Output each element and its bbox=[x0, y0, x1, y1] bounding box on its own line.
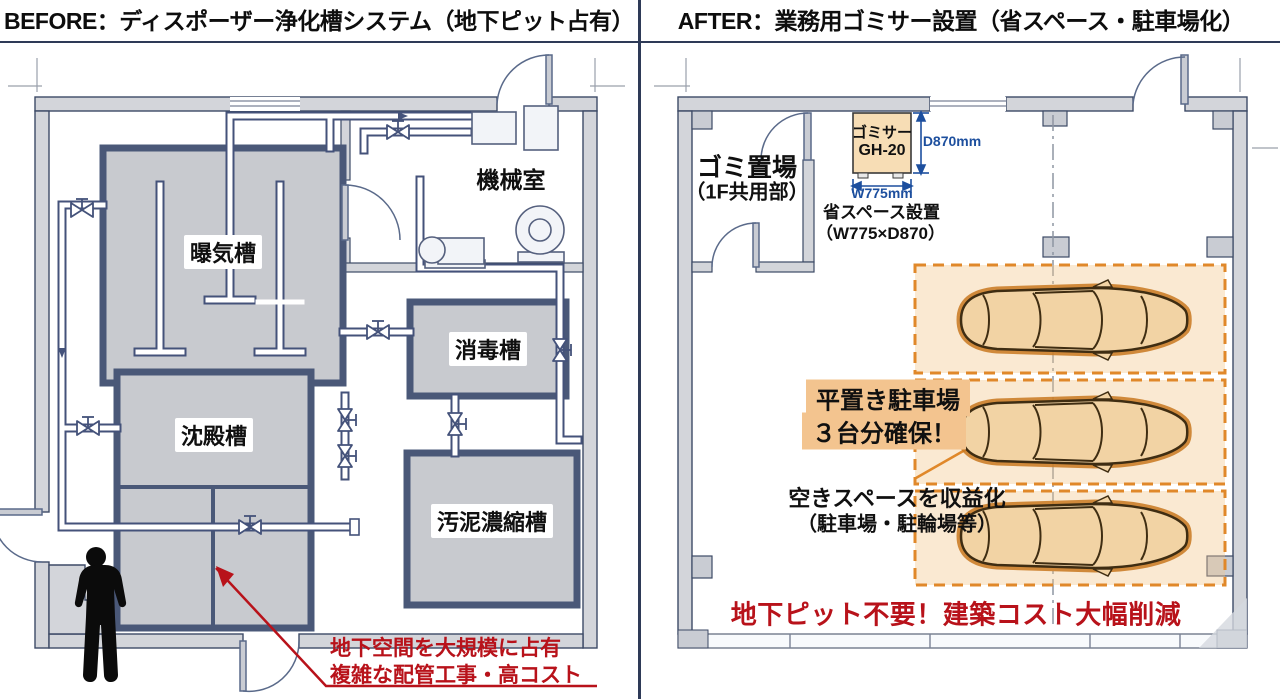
aeration-tank-label: 曝気槽 bbox=[183, 235, 263, 269]
garbage-room-label-line2: （1F共用部） bbox=[685, 181, 809, 204]
space-note-line2: （W775×D870） bbox=[816, 224, 945, 243]
window bbox=[930, 97, 1006, 111]
space-note-line1: 省スペース設置 bbox=[823, 203, 940, 222]
machine-room-label: 機械室 bbox=[476, 167, 546, 193]
extension-lines bbox=[8, 58, 625, 92]
warning-line2: 複雑な配管工事・高コスト bbox=[330, 664, 582, 687]
door-arcs bbox=[711, 54, 1189, 268]
outer-wall bbox=[34, 96, 598, 649]
dimension-arrows bbox=[850, 110, 929, 193]
depth-dimension-label: D870mm bbox=[922, 133, 982, 149]
parking-label-line2: ３台分確保！ bbox=[802, 412, 966, 450]
monetize-label-line1: 空きスペースを収益化 bbox=[788, 486, 1006, 511]
warning-arrow bbox=[215, 566, 597, 688]
before-floor-plan bbox=[0, 54, 625, 693]
tanks bbox=[99, 144, 581, 632]
columns bbox=[691, 110, 1234, 579]
width-dimension-label: W775mm bbox=[851, 185, 913, 201]
gomisa-unit-label-line2: GH-20 bbox=[858, 142, 906, 159]
pipe-network bbox=[57, 111, 583, 536]
person-icon bbox=[74, 547, 127, 682]
car-icon bbox=[961, 280, 1187, 360]
door-arcs bbox=[0, 54, 553, 693]
after-title: AFTER：業務用ゴミサー設置（省スペース・駐車場化） bbox=[677, 8, 1245, 34]
after-floor-plan bbox=[654, 54, 1278, 649]
window bbox=[230, 97, 300, 111]
sludge-tank-label: 汚泥濃縮槽 bbox=[430, 504, 554, 538]
tank-inner-partitions bbox=[117, 485, 311, 628]
garbage-room-label-line1: ゴミ置場 bbox=[696, 154, 798, 182]
parking-label-line1: 平置き駐車場 bbox=[806, 379, 970, 417]
bottom-wall bbox=[677, 598, 1248, 649]
warning-line1: 地下空間を大規模に占有 bbox=[330, 637, 561, 660]
gomisa-unit bbox=[852, 112, 912, 179]
monetize-label-line2: （駐車場・駐輪場等） bbox=[797, 513, 997, 536]
panel-divider bbox=[638, 0, 641, 699]
disinfection-tank-label: 消毒槽 bbox=[448, 332, 528, 366]
before-title: BEFORE：ディスポーザー浄化槽システム（地下ピット占有） bbox=[3, 8, 635, 34]
extension-lines bbox=[654, 58, 1278, 149]
corner-watermark bbox=[1199, 598, 1247, 648]
pump-icons bbox=[418, 105, 565, 269]
after-banner: 地下ピット不要！建築コスト大幅削減 bbox=[730, 599, 1182, 630]
sedimentation-tank-label: 沈殿槽 bbox=[174, 418, 254, 452]
car-icon bbox=[961, 392, 1187, 472]
gomisa-unit-label-line1: ゴミサー bbox=[851, 124, 913, 142]
